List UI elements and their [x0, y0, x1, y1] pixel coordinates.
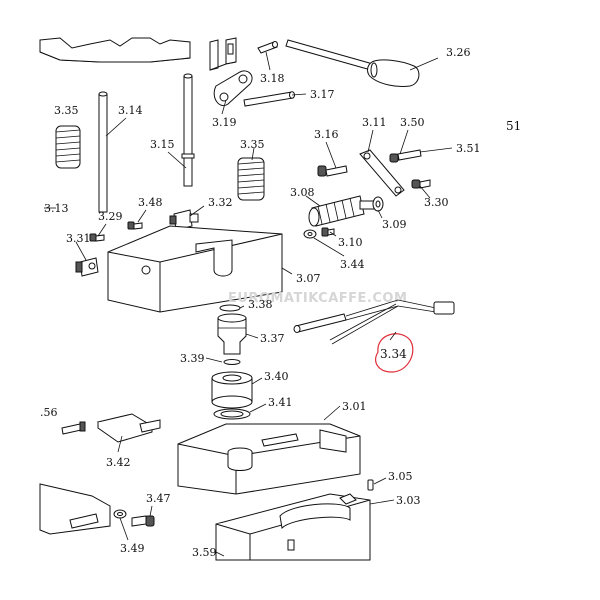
valve-3-32: [169, 209, 199, 231]
label-3-26: 3.26: [446, 46, 471, 59]
screw-3-48: [127, 221, 143, 230]
lever-3-26: [285, 39, 420, 87]
highlight-circle: [375, 333, 414, 373]
label-3-32: 3.32: [208, 196, 233, 209]
screw-3-05: [367, 479, 374, 491]
label-3-15: 3.15: [150, 138, 175, 151]
label-3-42: 3.42: [106, 456, 131, 469]
sensor-3-34: [293, 299, 455, 345]
plate-3-11: [359, 149, 405, 197]
label-3-40: 3.40: [264, 370, 289, 383]
pin-3-17: [243, 91, 295, 107]
label-3-17: 3.17: [310, 88, 335, 101]
fitting-3-37: [217, 313, 247, 355]
leader-lines: [44, 51, 453, 557]
label-3-48: 3.48: [138, 196, 163, 209]
watermark-text: EUROMATIKCAFFE.COM: [228, 291, 407, 306]
label-3-59: 3.59: [192, 546, 217, 559]
screw-3-10: [321, 227, 335, 237]
ring-3-41: [213, 408, 251, 420]
washer-3-44: [303, 229, 317, 239]
screw-3-47: [131, 515, 155, 527]
pin-3-18: [257, 41, 278, 54]
bottom-left-plate: [39, 483, 111, 535]
bracket-3-18: [209, 37, 237, 71]
label-3-35-left: 3.35: [54, 104, 79, 117]
label-3-10: 3.10: [338, 236, 363, 249]
screw-3-29: [89, 233, 105, 242]
washer-3-09: [372, 196, 384, 212]
label-3-38: 3.38: [248, 298, 273, 311]
label-3-09: 3.09: [382, 218, 407, 231]
label-3-29: 3.29: [98, 210, 123, 223]
screw-3-16: [317, 165, 348, 177]
label-3-37: 3.37: [260, 332, 285, 345]
label-3-35-center: 3.35: [240, 138, 265, 151]
collar-3-40: [211, 371, 253, 409]
top-left-housing-part: [39, 37, 191, 63]
label-3-03: 3.03: [396, 494, 421, 507]
label-3-05: 3.05: [388, 470, 413, 483]
rod-3-15: [181, 73, 195, 187]
label-3-34: 3.34: [380, 347, 407, 361]
label-3-56: .56: [40, 406, 58, 419]
spring-3-35-left: [55, 125, 81, 169]
label-3-51: 3.51: [456, 142, 481, 155]
oring-3-38: [219, 304, 241, 312]
label-3-30: 3.30: [424, 196, 449, 209]
spring-3-35-center: [237, 157, 265, 201]
link-plate-3-19: [213, 70, 253, 106]
label-3-19: 3.19: [212, 116, 237, 129]
label-3-01: 3.01: [342, 400, 367, 413]
label-3-41: 3.41: [268, 396, 293, 409]
valve-3-31: [75, 257, 99, 277]
label-3-39: 3.39: [180, 352, 205, 365]
oring-3-39: [223, 359, 241, 365]
label-3-50: 3.50: [400, 116, 425, 129]
label-3-16: 3.16: [314, 128, 339, 141]
assembly-3-42: [96, 413, 161, 443]
page-number: 51: [506, 119, 521, 133]
housing-3-03: [215, 493, 371, 561]
block-3-07: [107, 225, 283, 313]
label-3-31: 3.31: [66, 232, 91, 245]
label-3-13: 3.13: [44, 202, 69, 215]
rod-3-14: [98, 91, 108, 213]
label-3-44: 3.44: [340, 258, 365, 271]
label-3-47: 3.47: [146, 492, 171, 505]
pin-3-56: [61, 421, 86, 435]
label-3-49: 3.49: [120, 542, 145, 555]
washer-3-49: [113, 509, 127, 519]
label-3-07: 3.07: [296, 272, 321, 285]
label-3-11: 3.11: [362, 116, 387, 129]
spring-assembly-3-08: [308, 195, 375, 227]
label-3-14: 3.14: [118, 104, 143, 117]
base-block-3-01: [177, 423, 361, 495]
label-3-08: 3.08: [290, 186, 315, 199]
pin-3-50: [389, 149, 422, 163]
label-3-18: 3.18: [260, 72, 285, 85]
